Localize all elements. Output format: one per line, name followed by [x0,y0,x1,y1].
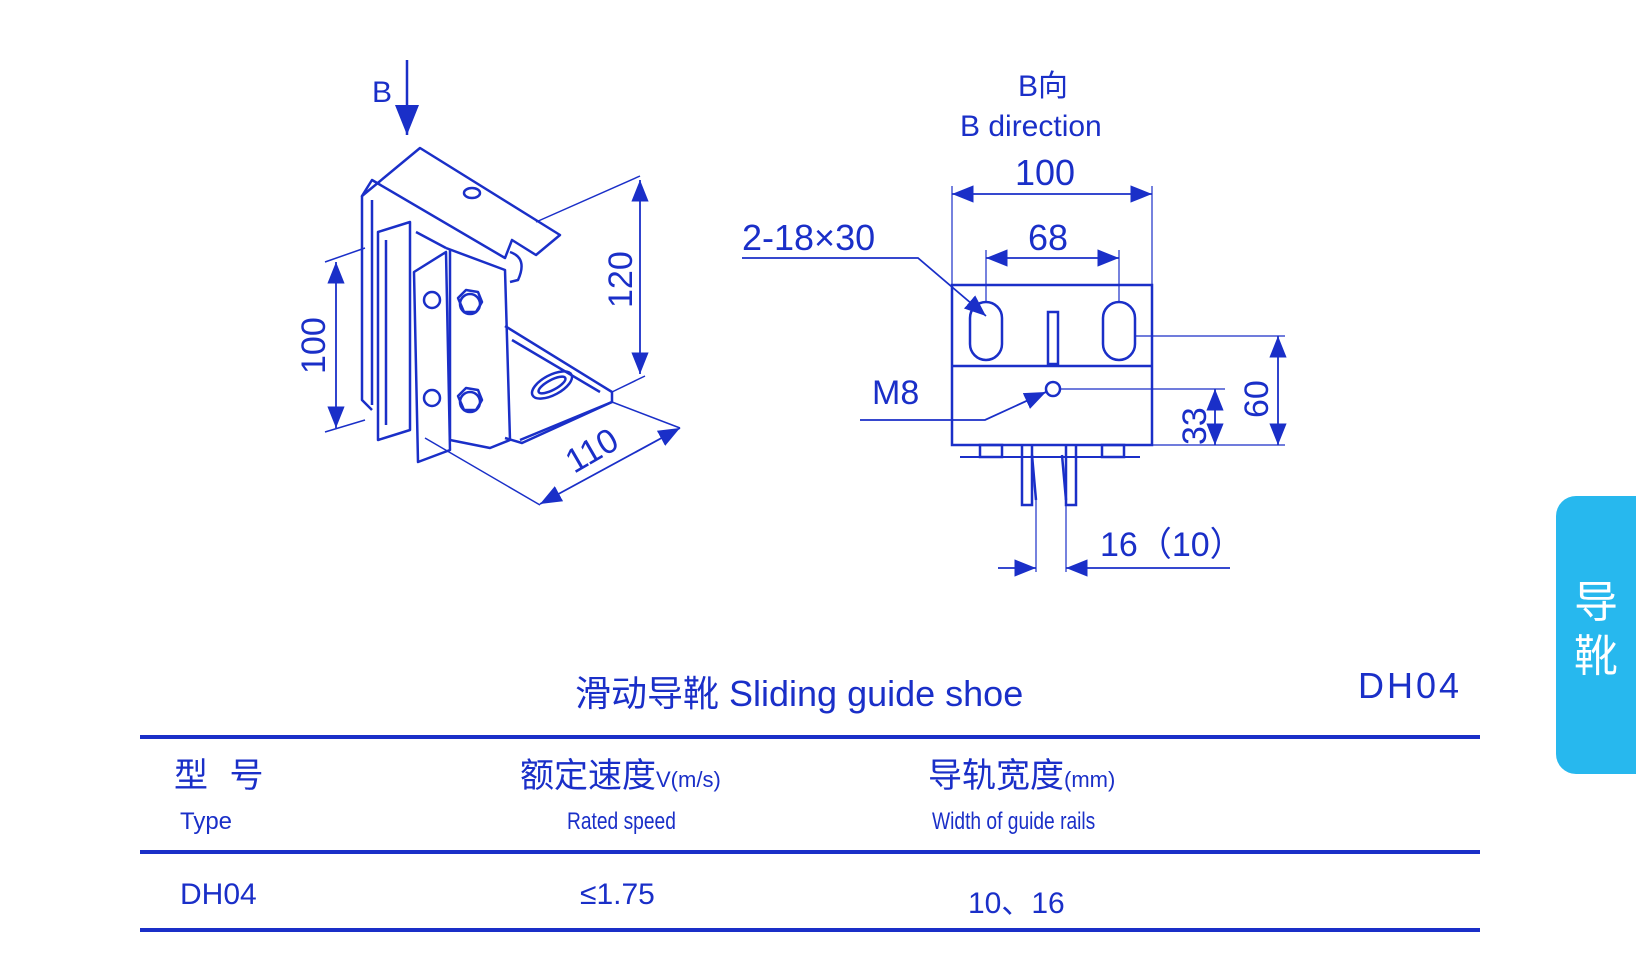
header-type-cn: 型 号 [174,757,270,795]
header-type-en: Type [180,808,233,835]
header-speed-en: Rated speed [567,808,676,835]
header-rail-en: Width of guide rails [932,808,1096,835]
bolt-label: M8 [872,374,919,412]
header-speed-cn-text: 额定速度 [520,757,656,795]
view-arrow-label: B [372,76,392,109]
view-title-cn: B向 [1018,70,1068,103]
overall-width-label: 100 [1015,152,1075,193]
slot-pitch-label: 68 [1028,217,1068,258]
table-cell-rail-width: 10、16 [968,887,1065,920]
section-tab-label: 导靴 [1574,578,1618,681]
b-direction-view [950,283,1154,507]
iso-depth-label: 110 [559,421,625,481]
slot-spec-label: 2-18×30 [742,217,875,258]
view-title-en: B direction [960,110,1102,143]
table-header-rule [140,850,1480,854]
header-rail-cn: 导轨宽度(mm) [928,748,1115,797]
hole-height-label: 33 [1176,407,1214,445]
isometric-dimension-lines [327,180,681,505]
slot-height-label: 60 [1238,380,1276,418]
header-rail-cn-text: 导轨宽度 [928,757,1064,795]
b-direction-dimension-lines [742,185,1287,577]
slot-left [968,300,1004,362]
rail-width-label: 16（10） [1100,526,1244,564]
header-speed-unit: V(m/s) [656,767,721,792]
section-tab[interactable] [1556,496,1636,774]
table-cell-speed: ≤1.75 [580,878,655,911]
product-title: 滑动导靴 Sliding guide shoe [575,673,1024,714]
header-rail-unit: (mm) [1064,767,1116,792]
m8-hole [1044,380,1062,398]
isometric-view [324,60,681,506]
table-cell-type: DH04 [180,878,257,911]
model-code: DH04 [1358,665,1463,706]
slot-right [1101,300,1137,362]
table-top-rule [140,735,1480,739]
header-speed-cn: 额定速度V(m/s) [520,748,721,797]
iso-height-left-label: 100 [295,317,333,374]
table-bottom-rule [140,928,1480,932]
iso-height-right-label: 120 [602,251,640,308]
